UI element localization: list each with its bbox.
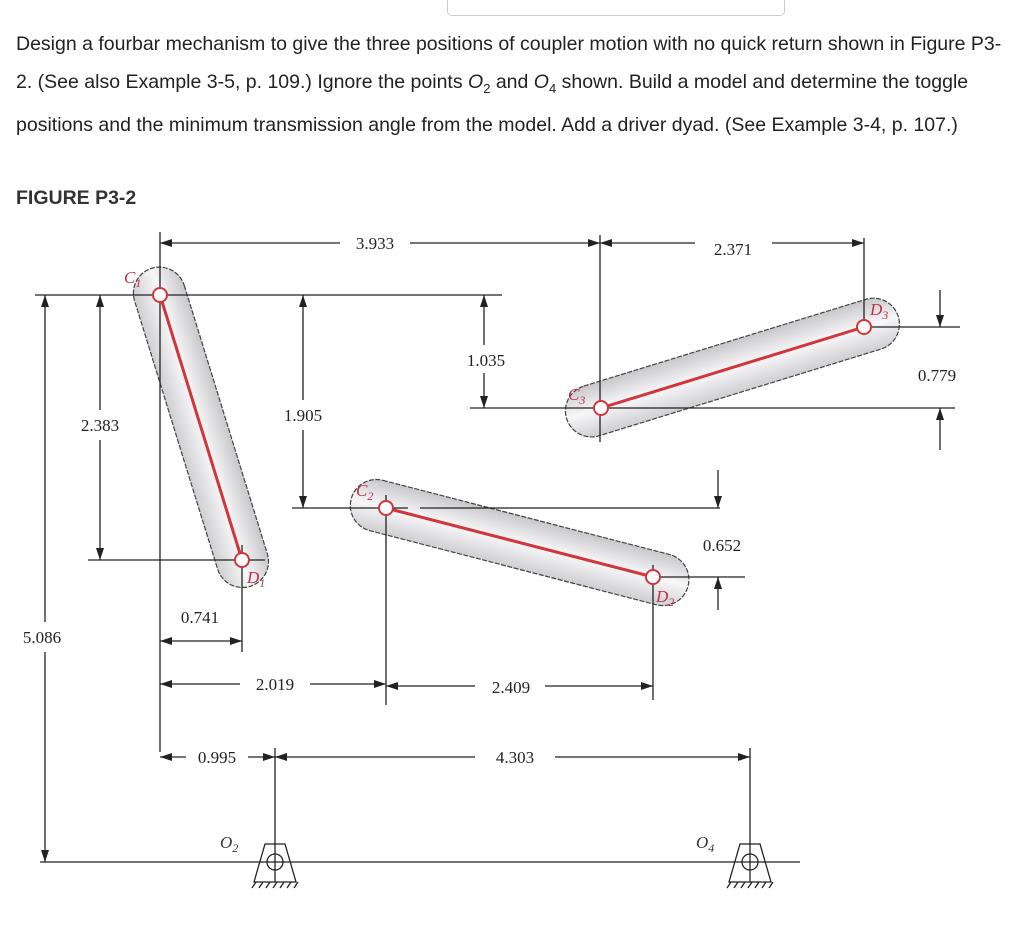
- label-c2: C2: [356, 481, 373, 503]
- dim-2409: 2.409: [492, 678, 530, 697]
- label-d3: D3: [869, 300, 888, 322]
- ground-pivot-o4: [726, 843, 774, 889]
- ground-pivot-o2: [251, 843, 299, 889]
- problem-text-1: Design a fourbar mechanism to give the t…: [16, 33, 1002, 93]
- o4-ref: O: [533, 70, 549, 93]
- point-c3: [593, 400, 609, 416]
- label-c1: C1: [124, 268, 141, 290]
- coupler-lines: [158, 294, 865, 579]
- o4-ref-sub: 4: [548, 80, 557, 96]
- point-d2: [645, 569, 661, 585]
- figure-title: FIGURE P3-2: [16, 187, 137, 209]
- point-d3: [856, 319, 872, 335]
- label-c3: C3: [568, 385, 585, 407]
- label-d1: D1: [246, 568, 265, 590]
- o2-ref: O: [468, 70, 484, 93]
- label-d2: D2: [655, 587, 674, 609]
- dim-2383: 2.383: [81, 416, 119, 435]
- problem-and: and: [490, 70, 534, 93]
- pivot-points: [152, 287, 872, 585]
- dim-1035: 1.035: [467, 351, 505, 370]
- point-c1: [152, 287, 168, 303]
- problem-text-2: shown. Build a model and determine the t…: [16, 70, 969, 136]
- dim-0995: 0.995: [198, 748, 236, 767]
- point-d1: [234, 552, 250, 568]
- o2-ref-sub: 2: [483, 80, 491, 96]
- dim-3933: 3.933: [356, 234, 394, 253]
- dim-0779: 0.779: [918, 366, 956, 385]
- dim-4303: 4.303: [496, 748, 534, 767]
- point-c2: [378, 500, 394, 516]
- dim-0652: 0.652: [703, 536, 741, 555]
- dim-1905: 1.905: [284, 406, 322, 425]
- dim-0741: 0.741: [181, 608, 219, 627]
- dim-2019: 2.019: [256, 675, 294, 694]
- label-o2: O2: [220, 833, 238, 855]
- dim-5086: 5.086: [23, 628, 61, 647]
- label-o4: O4: [696, 833, 714, 855]
- problem-statement: Design a fourbar mechanism to give the t…: [16, 26, 1016, 144]
- dimension-arrows: [41, 239, 944, 862]
- dim-2371: 2.371: [714, 240, 752, 259]
- top-panel: [447, 0, 785, 16]
